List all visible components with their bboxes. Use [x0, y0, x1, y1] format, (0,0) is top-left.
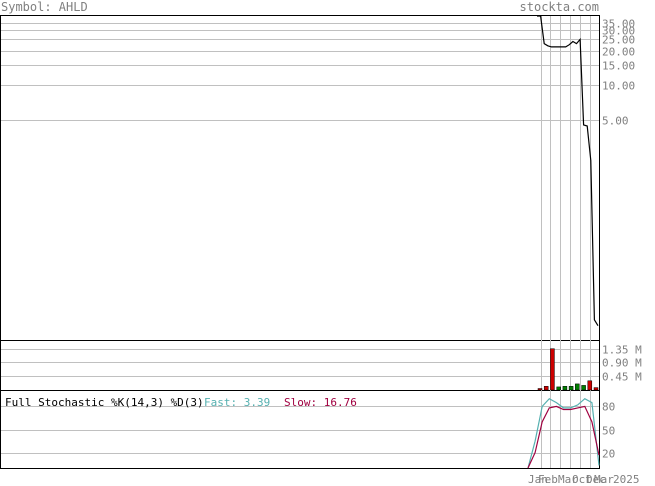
x-axis-label: Oct: [572, 473, 592, 486]
symbol-label: Symbol: AHLD: [1, 0, 88, 14]
x-axis-label: Mar: [558, 473, 578, 486]
price-tick-label: 5.00: [602, 115, 629, 128]
stochastic-tick-label: 50: [602, 425, 615, 438]
volume-bar: [537, 388, 543, 391]
volume-panel: [0, 340, 600, 391]
volume-bar: [543, 386, 549, 391]
price-tick-label: 15.00: [602, 60, 635, 73]
volume-bar: [575, 383, 580, 391]
brand-label: stockta.com: [520, 0, 599, 14]
volume-tick-labels: 1.35 M0.90 M0.45 M: [602, 344, 642, 384]
price-tick-label: 10.00: [602, 80, 635, 93]
volume-bar: [593, 387, 599, 391]
price-panel: [0, 15, 600, 341]
price-tick-label: 30.00: [602, 25, 635, 38]
fast-stochastic-line: [527, 397, 600, 469]
price-tick-label: 20.00: [602, 46, 635, 59]
volume-gridlines: [1, 349, 599, 377]
price-tick-label: 35.00: [602, 18, 635, 31]
volume-bar: [581, 385, 586, 391]
stochastic-title: Full Stochastic %K(14,3) %D(3): [5, 396, 204, 409]
price-line: [537, 15, 599, 327]
x-axis-label: Mar: [594, 473, 614, 486]
stochastic-tick-labels: 80 50 20: [602, 401, 615, 461]
stochastic-tick-label: 80: [602, 401, 615, 414]
volume-bar: [568, 386, 574, 391]
volume-tick-label: 0.90 M: [602, 357, 642, 370]
x-axis-label: Dec: [586, 473, 606, 486]
x-axis-label: Jan: [528, 473, 548, 486]
stochastic-gridlines: [1, 406, 599, 454]
price-tick-label: 25.00: [602, 34, 635, 47]
slow-value-label: Slow: 16.76: [284, 396, 357, 409]
vertical-gridlines: [541, 16, 591, 468]
volume-tick-label: 1.35 M: [602, 344, 642, 357]
volume-bar: [556, 386, 561, 391]
volume-bar: [562, 386, 568, 391]
fast-value-label: Fast: 3.39: [204, 396, 270, 409]
x-axis-label: 2025: [613, 473, 640, 486]
volume-tick-label: 0.45 M: [602, 371, 642, 384]
x-axis-label: Feb: [538, 473, 558, 486]
stochastic-panel: [0, 390, 600, 469]
volume-bar: [587, 380, 593, 391]
stochastic-tick-label: 20: [602, 448, 615, 461]
volume-bar: [550, 348, 555, 391]
volume-bars: [537, 348, 599, 391]
slow-stochastic-line: [527, 405, 600, 469]
price-gridlines: [1, 23, 599, 121]
